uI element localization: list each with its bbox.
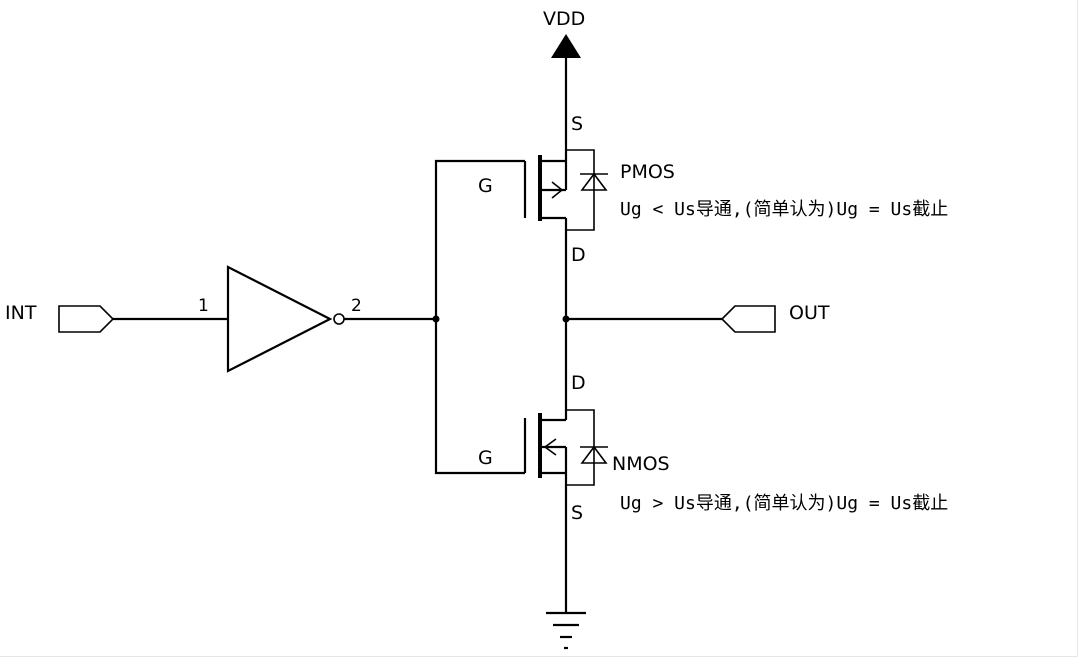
nmos-gate-label: G — [478, 447, 493, 469]
nmos-diode-icon — [580, 445, 608, 464]
inverter-gate — [226, 265, 345, 373]
nmos-source-label: S — [571, 502, 583, 524]
inverter-bubble — [333, 313, 345, 325]
nmos-drain-label: D — [571, 372, 586, 394]
output-label: OUT — [789, 302, 830, 324]
input-port-shape[interactable] — [58, 305, 115, 333]
inverter-triangle — [226, 265, 333, 373]
nmos-label: NMOS — [612, 453, 670, 475]
pmos-arrow-icon — [551, 181, 564, 199]
pmos-drain-label: D — [571, 244, 586, 266]
output-port-shape[interactable] — [720, 305, 776, 333]
nmos-arrow-icon — [543, 438, 557, 456]
pmos-label: PMOS — [620, 161, 675, 183]
vdd-symbol — [551, 34, 581, 150]
ground-icon — [546, 611, 586, 650]
gate-bus-wire — [434, 159, 525, 475]
pmos-source-label: S — [571, 113, 583, 135]
vdd-label: VDD — [543, 8, 585, 30]
output-port[interactable] — [720, 305, 776, 333]
nmos-note: Ug > Us导通,(简单认为)Ug = Us截止 — [620, 493, 948, 514]
pin-1-label: 1 — [198, 296, 209, 316]
pmos-transistor — [523, 149, 608, 319]
input-label: INT — [5, 302, 37, 324]
pmos-note: Ug < Us导通,(简单认为)Ug = Us截止 — [620, 199, 948, 220]
input-port[interactable] — [58, 305, 115, 333]
pmos-gate-label: G — [478, 175, 493, 197]
nmos-transistor — [523, 319, 608, 612]
vdd-arrow-icon — [551, 34, 581, 58]
pmos-diode-icon — [580, 172, 608, 191]
pin-2-label: 2 — [351, 296, 362, 316]
